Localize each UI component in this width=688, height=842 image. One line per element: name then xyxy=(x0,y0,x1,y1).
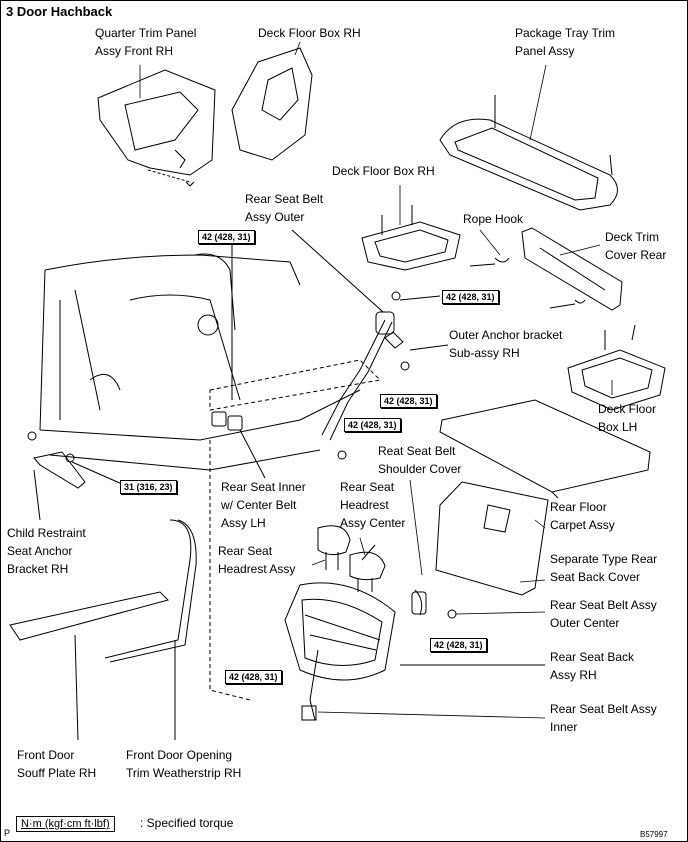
label-child-restraint: Child Restraint Seat Anchor Bracket RH xyxy=(7,526,86,576)
label-deck-floor-box-rh-mid: Deck Floor Box RH xyxy=(332,164,435,178)
label-package-tray: Package Tray Trim Panel Assy xyxy=(515,26,616,58)
legend-unit-box: N·m (kgf·cm ft·lbf) xyxy=(16,816,115,832)
label-outer-anchor: Outer Anchor bracket Sub-assy RH xyxy=(449,328,563,360)
label-belt-outer-center: Rear Seat Belt Assy Outer Center xyxy=(550,598,657,630)
torque-spec: 42 (428, 31) xyxy=(442,290,499,304)
torque-spec: 31 (316, 23) xyxy=(120,480,177,494)
label-deck-floor-box-rh-top: Deck Floor Box RH xyxy=(258,26,361,40)
rear-seat-belt-outer-drawing xyxy=(291,229,449,460)
car-body-drawing xyxy=(39,253,382,701)
rear-seat-inner-drawing xyxy=(211,240,266,479)
rear-seat-back-drawing xyxy=(284,582,545,721)
label-quarter-trim: Quarter Trim Panel Assy Front RH xyxy=(95,26,197,58)
package-tray-drawing xyxy=(439,95,618,211)
deck-floor-box-mid-drawing xyxy=(361,205,461,271)
deck-trim-cover-drawing xyxy=(469,227,636,341)
label-rear-seat-belt-outer: Rear Seat Belt Assy Outer xyxy=(245,192,324,224)
headrest-drawing xyxy=(317,525,386,592)
seat-back-cover-drawing xyxy=(435,481,549,596)
rear-floor-carpet-drawing xyxy=(439,399,651,499)
torque-spec: 42 (428, 31) xyxy=(225,670,282,684)
label-headrest-center: Rear Seat Headrest Assy Center xyxy=(340,480,406,530)
torque-spec: 42 (428, 31) xyxy=(344,418,401,432)
label-rear-seat-belt-shoulder: Reat Seat Belt Shoulder Cover xyxy=(378,444,462,476)
label-headrest: Rear Seat Headrest Assy xyxy=(218,544,296,576)
label-separate-type: Separate Type Rear Seat Back Cover xyxy=(550,552,658,584)
label-front-door-opening: Front Door Opening Trim Weatherstrip RH xyxy=(126,748,242,780)
figure-code: B57997 xyxy=(640,830,668,839)
label-belt-inner: Rear Seat Belt Assy Inner xyxy=(550,702,657,734)
leader-lines xyxy=(139,41,613,719)
deck-floor-box-top-drawing xyxy=(231,47,313,161)
legend-text: : Specified torque xyxy=(140,816,234,830)
label-deck-floor-box-lh: Deck Floor Box LH xyxy=(598,402,657,434)
torque-spec: 42 (428, 31) xyxy=(198,230,255,244)
label-rear-seat-inner: Rear Seat Inner w/ Center Belt Assy LH xyxy=(221,480,306,530)
label-seat-back: Rear Seat Back Assy RH xyxy=(550,650,635,682)
corner-mark-left: P xyxy=(4,828,11,838)
diagram-title: 3 Door Hachback xyxy=(6,4,113,19)
label-deck-trim-cover: Deck Trim Cover Rear xyxy=(605,230,667,262)
label-rope-hook: Rope Hook xyxy=(463,212,524,226)
label-front-door-scuff: Front Door Souff Plate RH xyxy=(17,748,97,780)
torque-spec: 42 (428, 31) xyxy=(430,638,487,652)
child-restraint-drawing xyxy=(27,431,123,521)
quarter-trim-panel-drawing xyxy=(97,69,216,187)
front-door-trim-drawing xyxy=(9,519,197,741)
torque-spec: 42 (428, 31) xyxy=(380,394,437,408)
deck-floor-box-lh-drawing xyxy=(567,330,666,411)
label-rear-floor-carpet: Rear Floor Carpet Assy xyxy=(550,500,615,532)
